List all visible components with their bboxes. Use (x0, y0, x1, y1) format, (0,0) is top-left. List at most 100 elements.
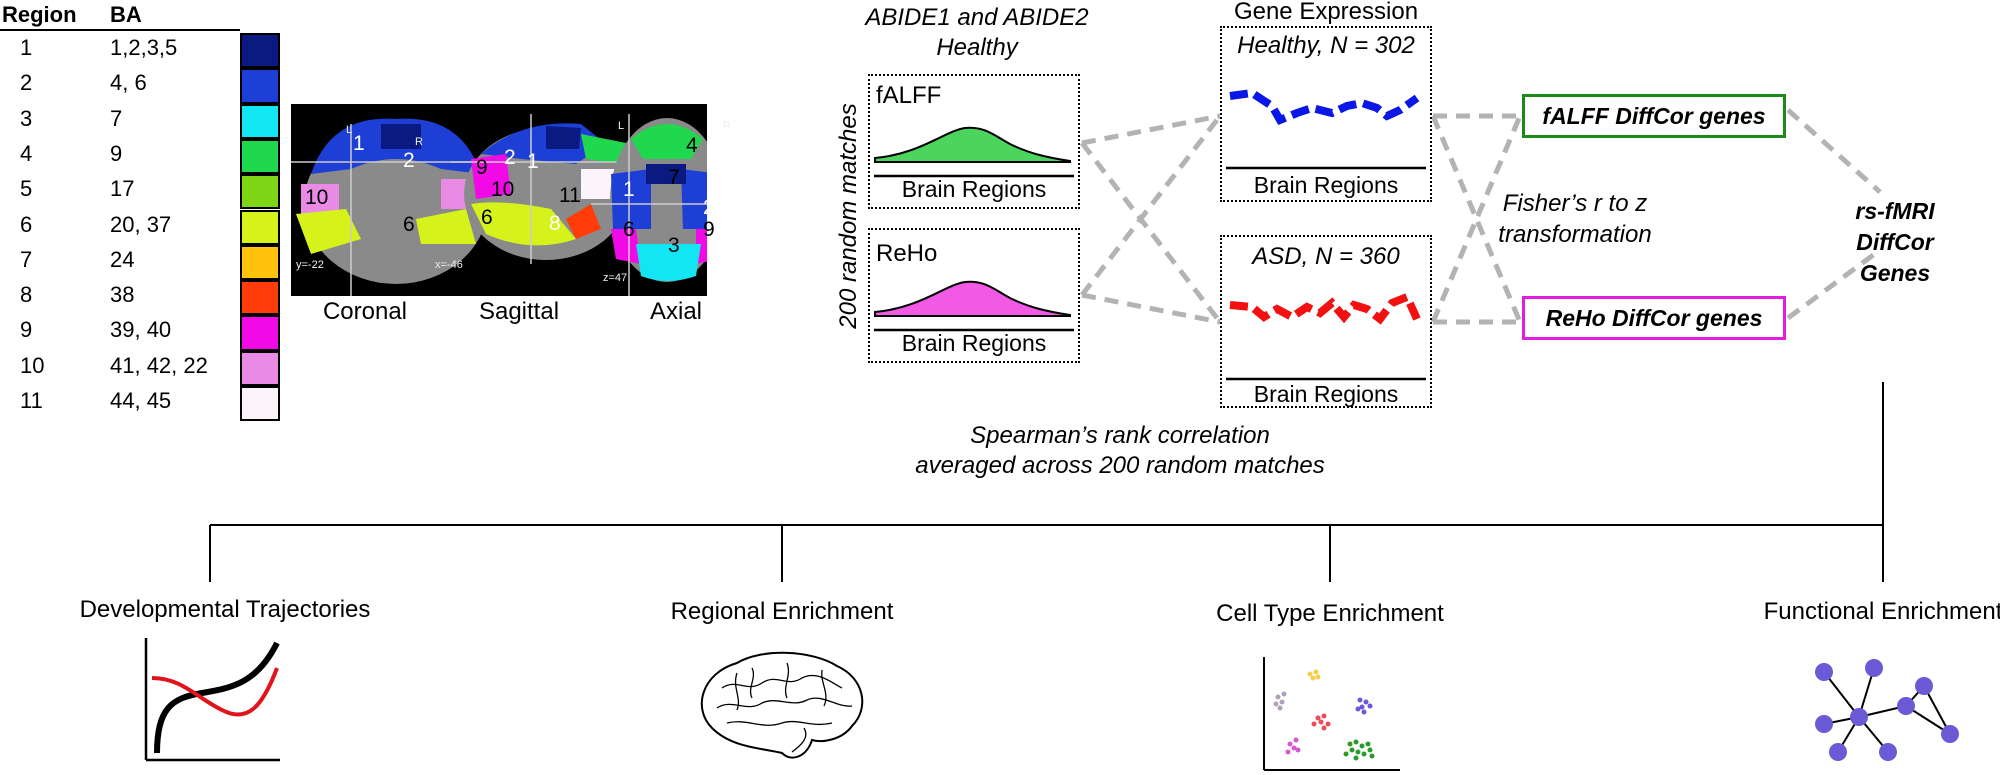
asd-expression-trace (1226, 291, 1426, 381)
brodmann-areas: 44, 45 (110, 388, 172, 413)
sagittal-label-1: 1 (527, 150, 539, 173)
region-number: 2 (20, 70, 33, 96)
brain-slices-image (291, 114, 707, 296)
caption-sagittal: Sagittal (478, 298, 560, 325)
sagittal-label-8: 8 (549, 212, 561, 235)
analysis-functional: Functional Enrichment (1763, 598, 2000, 625)
reho-distribution-curve (874, 280, 1074, 332)
brodmann-areas: 1,2,3,5 (110, 35, 178, 60)
brodmann-areas: 4, 6 (110, 70, 147, 96)
region-number: 10 (20, 352, 45, 378)
axial-orient-right: R (723, 120, 731, 132)
ba-header: BA (110, 2, 142, 27)
brodmann-areas: 9 (110, 140, 123, 166)
falff-label: fALFF (876, 82, 942, 109)
spearman-line2: averaged across 200 random matches (915, 452, 1325, 479)
sagittal-label-9: 9 (476, 156, 488, 179)
sagittal-coord: x=-46 (435, 259, 463, 271)
region-number: 1 (20, 35, 33, 60)
analysis-cell-type: Cell Type Enrichment (1216, 600, 1444, 627)
region-color-swatch (240, 103, 280, 139)
rsfmri-line2: DiffCor Genes (1856, 229, 1934, 286)
trajectory-plot-icon (144, 638, 280, 762)
coronal-label-1: 1 (353, 132, 365, 155)
coronal-coord: y=-22 (296, 259, 324, 271)
region-color-swatch (240, 244, 280, 281)
fisher-line2: transformation (1498, 221, 1652, 248)
analysis-developmental: Developmental Trajectories (79, 596, 371, 623)
region-color-swatch (240, 386, 280, 422)
fisher-line1: Fisher’s r to z (1502, 190, 1648, 217)
caption-axial: Axial (649, 298, 703, 325)
region-number: 4 (20, 140, 33, 166)
axial-label-2: 2 (703, 196, 715, 219)
brodmann-areas: 7 (110, 105, 123, 131)
reho-axis-label: Brain Regions (901, 330, 1047, 356)
region-number: 8 (20, 282, 33, 308)
reho-box: ReHo Brain Regions (868, 228, 1080, 363)
table-header-rule (0, 29, 240, 31)
region-color-swatch (240, 68, 280, 104)
sagittal-label-11: 11 (559, 184, 581, 207)
region-color-swatch (240, 209, 280, 245)
region-number: 11 (20, 388, 43, 413)
gene-expression-title: Gene Expression (1233, 0, 1419, 25)
region-number: 6 (20, 211, 33, 237)
falff-box: fALFF Brain Regions (868, 74, 1080, 209)
reho-diffcor-genes-box: ReHo DiffCor genes (1522, 296, 1786, 340)
axial-label-7: 7 (668, 166, 680, 189)
region-number: 5 (20, 176, 33, 202)
abide-title-line2: Healthy (936, 34, 1018, 61)
coronal-label-10: 10 (305, 186, 329, 209)
region-color-swatch (240, 315, 280, 351)
region-color-swatch (240, 174, 280, 210)
healthy-expression-box: Healthy, N = 302 Brain Regions (1220, 26, 1432, 202)
brodmann-areas: 38 (110, 282, 135, 308)
region-number: 7 (20, 246, 33, 272)
caption-coronal: Coronal (322, 298, 408, 325)
abide-title-line1: ABIDE1 and ABIDE2 (865, 4, 1089, 31)
axial-label-6: 6 (623, 218, 635, 241)
axial-orient-left: L (618, 120, 625, 132)
sagittal-label-10: 10 (491, 178, 515, 201)
rsfmri-diffcor-genes-label: rs-fMRI DiffCor Genes (1820, 196, 1970, 289)
reho-label: ReHo (876, 240, 938, 267)
analysis-regional: Regional Enrichment (670, 598, 894, 625)
region-color-swatch (240, 138, 280, 175)
coronal-label-2: 2 (403, 149, 415, 172)
region-color-swatch (240, 33, 280, 69)
brodmann-areas: 17 (110, 176, 135, 202)
coronal-label-6: 6 (403, 213, 415, 236)
coronal-orient-right: R (415, 136, 423, 148)
asd-axis-label: Brain Regions (1253, 381, 1399, 407)
healthy-axis-label: Brain Regions (1253, 172, 1399, 198)
brain-slices-panel: 1 2 10 6 L R y=-22 9 2 1 10 11 6 8 x=-46… (291, 104, 731, 296)
asd-label: ASD, N = 360 (1252, 243, 1400, 270)
coronal-orient-left: L (346, 124, 353, 136)
brodmann-areas: 20, 37 (110, 211, 172, 237)
axial-label-3: 3 (668, 234, 680, 257)
rsfmri-line1: rs-fMRI (1855, 198, 1935, 224)
sagittal-label-2: 2 (504, 146, 516, 169)
region-header: Region (2, 2, 77, 27)
region-color-swatch (240, 280, 280, 316)
axial-label-9: 9 (703, 218, 715, 241)
axial-coord: z=47 (603, 272, 628, 284)
sagittal-label-6: 6 (481, 206, 493, 229)
region-color-swatch (240, 350, 280, 386)
spearman-line1: Spearman’s rank correlation (970, 422, 1270, 449)
region-number: 9 (20, 317, 33, 343)
falff-distribution-curve (874, 126, 1074, 178)
brain-icon (700, 651, 864, 759)
falff-diffcor-genes-box: fALFF DiffCor genes (1522, 94, 1786, 138)
healthy-expression-trace (1226, 88, 1426, 170)
cluster-scatter-icon (1263, 657, 1400, 771)
brodmann-areas: 41, 42, 22 (110, 352, 208, 378)
brodmann-areas: 24 (110, 246, 135, 272)
axial-label-1: 1 (623, 178, 635, 201)
axial-label-4: 4 (686, 134, 698, 157)
brodmann-areas: 39, 40 (110, 317, 172, 343)
region-number: 3 (20, 105, 33, 131)
